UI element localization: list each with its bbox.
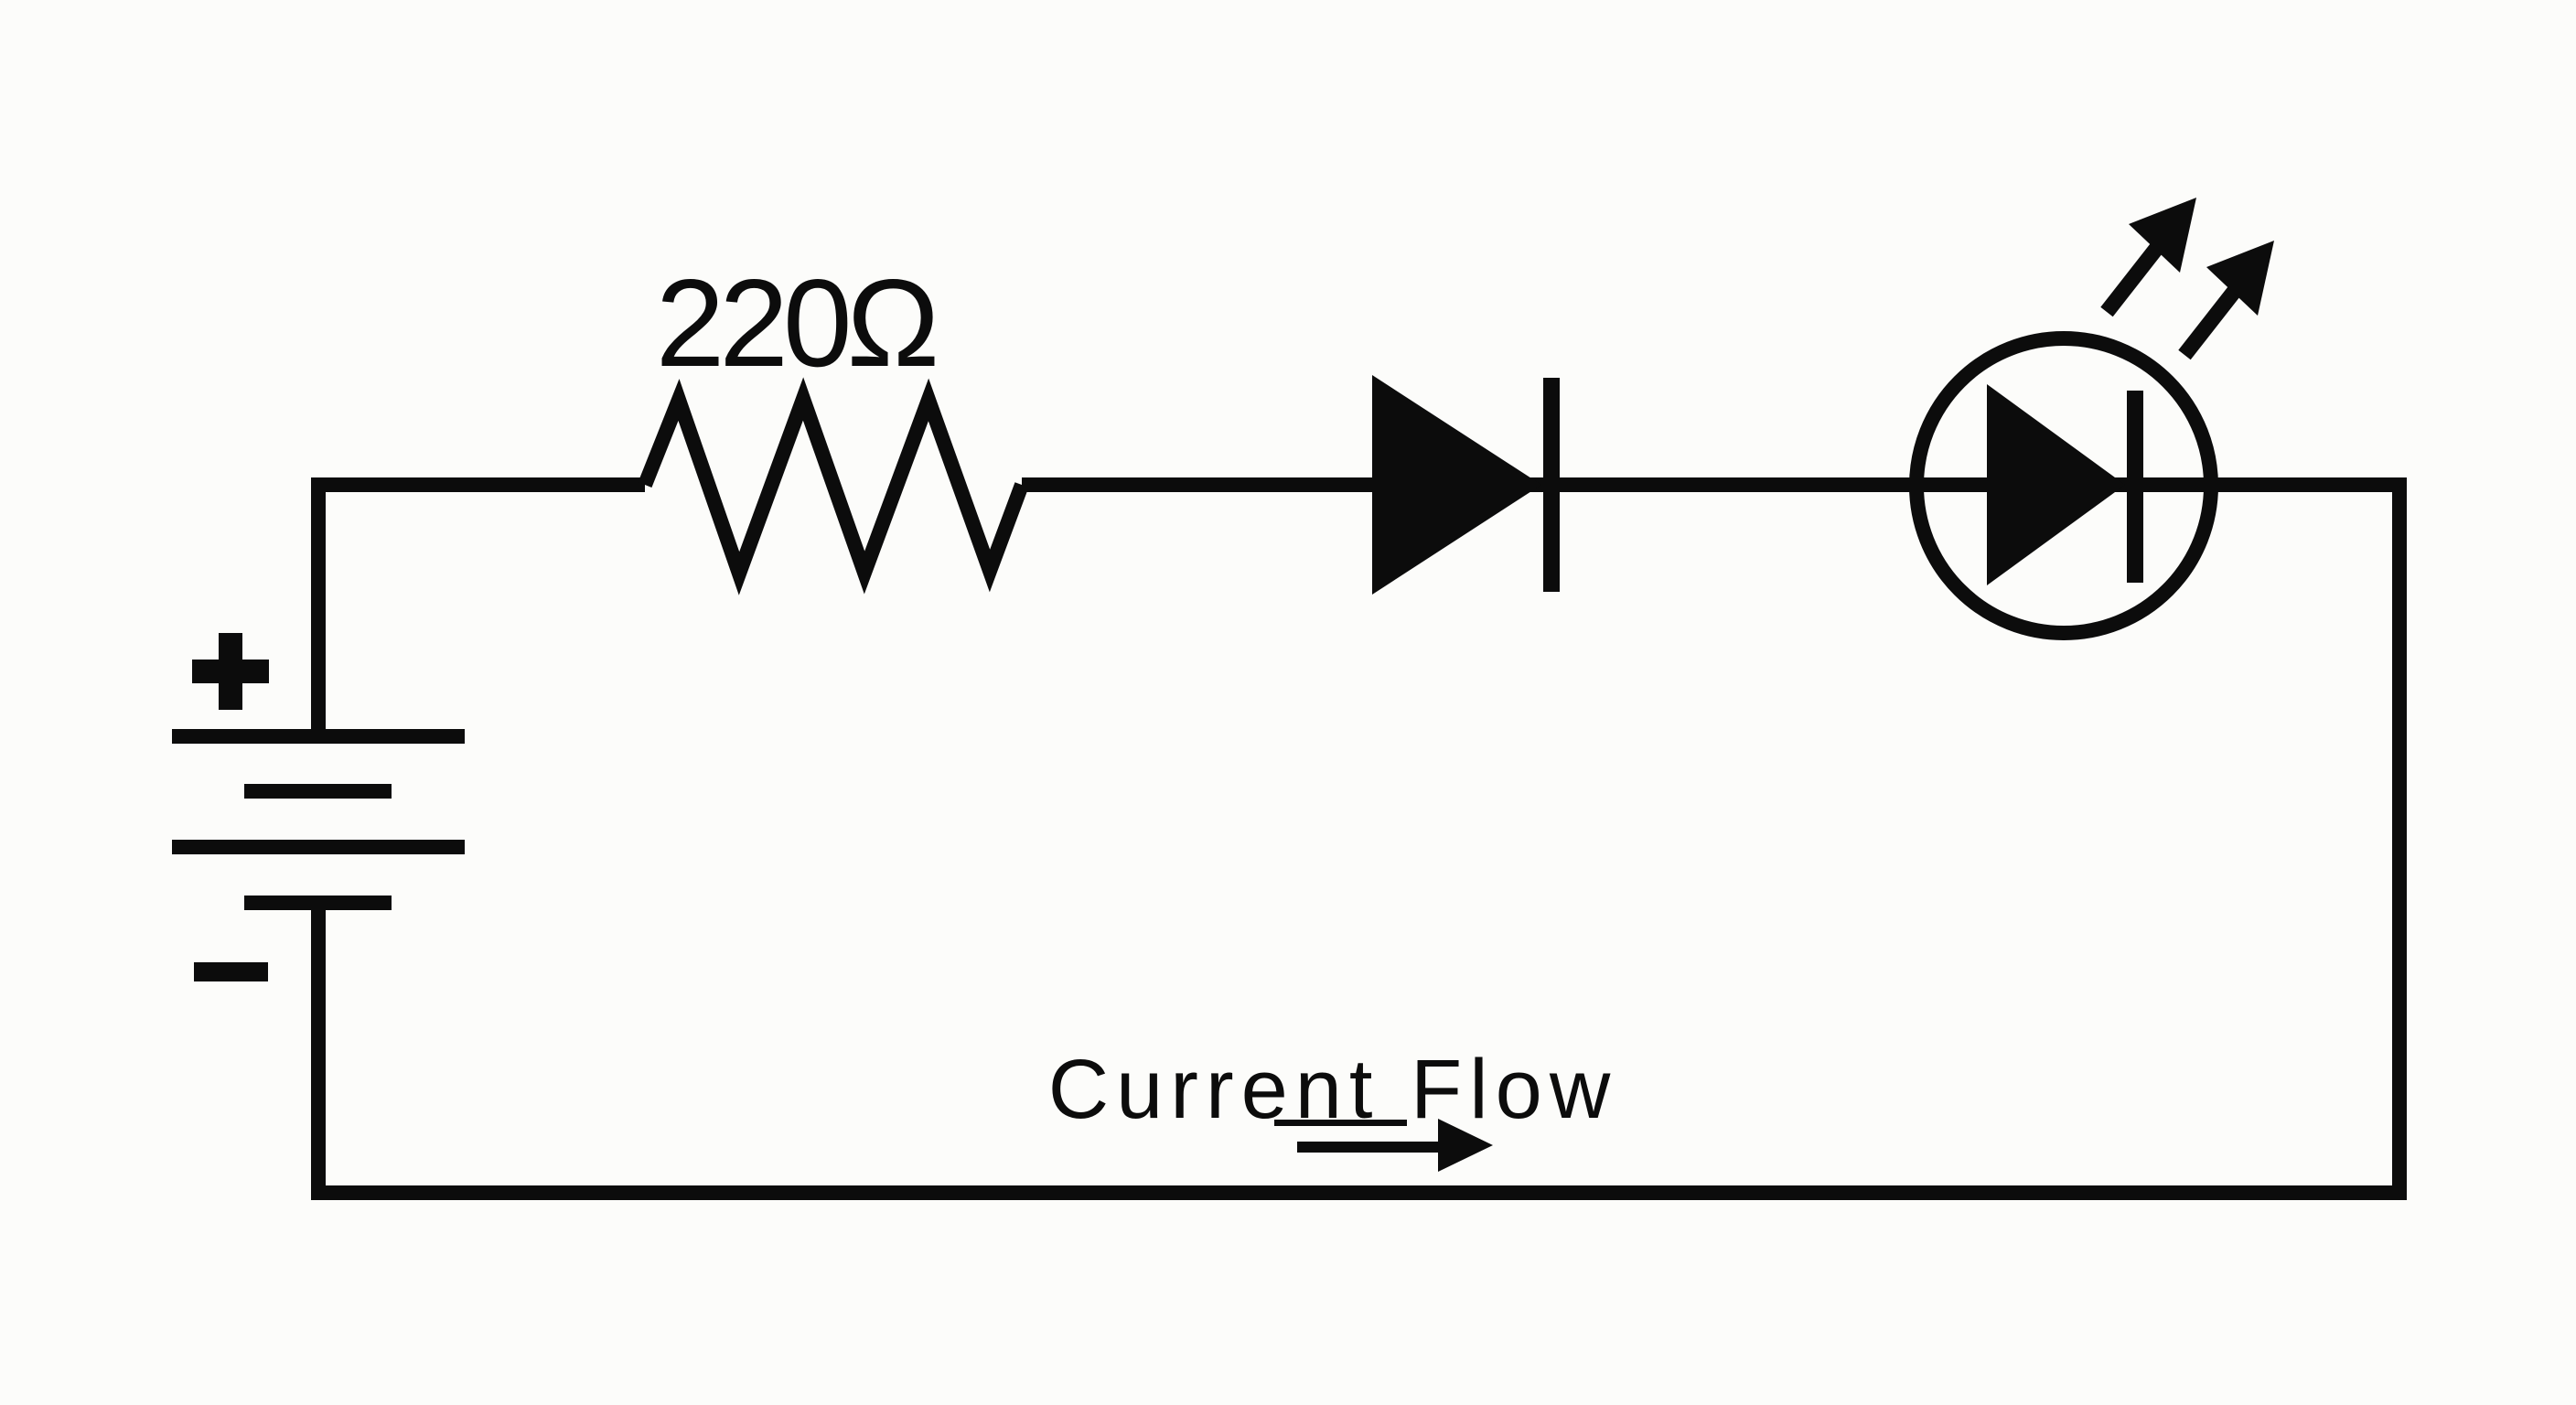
- wire-battery-to-resistor: [311, 477, 645, 737]
- led-anode-triangle: [1987, 384, 2125, 585]
- battery-symbol: [172, 633, 465, 981]
- led-circle: [1909, 331, 2218, 640]
- diode-symbol: [1372, 375, 1560, 595]
- led-cathode-bar: [2127, 391, 2143, 583]
- battery-positive-label: [192, 633, 269, 710]
- plus-sign-vertical-bar: [219, 633, 242, 710]
- led-emission-arrow-1: [2100, 198, 2196, 317]
- diode-anode-triangle: [1372, 375, 1541, 595]
- current-flow-underline: [1274, 1120, 1407, 1126]
- resistor-value-label: 220Ω: [656, 253, 935, 392]
- arrow-head: [2129, 198, 2196, 273]
- led-symbol: [1909, 198, 2274, 640]
- current-flow-annotation: Current Flow: [1048, 1043, 1610, 1172]
- arrow-shaft: [2178, 286, 2240, 360]
- led-emission-arrows: [2100, 198, 2274, 360]
- current-flow-arrow: [1297, 1119, 1493, 1172]
- battery-negative-label: [194, 962, 268, 981]
- arrow-shaft: [2100, 243, 2163, 317]
- arrow-head: [1438, 1119, 1493, 1172]
- diode-cathode-bar: [1543, 378, 1560, 592]
- resistor-symbol: [638, 377, 1029, 595]
- led-emission-arrow-2: [2178, 241, 2274, 360]
- wire-main-loop: [311, 477, 2407, 1200]
- arrow-head: [2206, 241, 2274, 316]
